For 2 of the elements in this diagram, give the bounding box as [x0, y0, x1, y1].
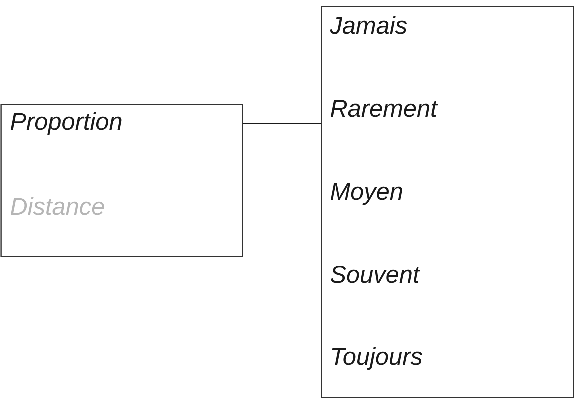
text-box: Proportion Distance [0, 104, 244, 258]
text-box: Jamais Rarement Moyen Souvent Toujours [321, 6, 574, 398]
